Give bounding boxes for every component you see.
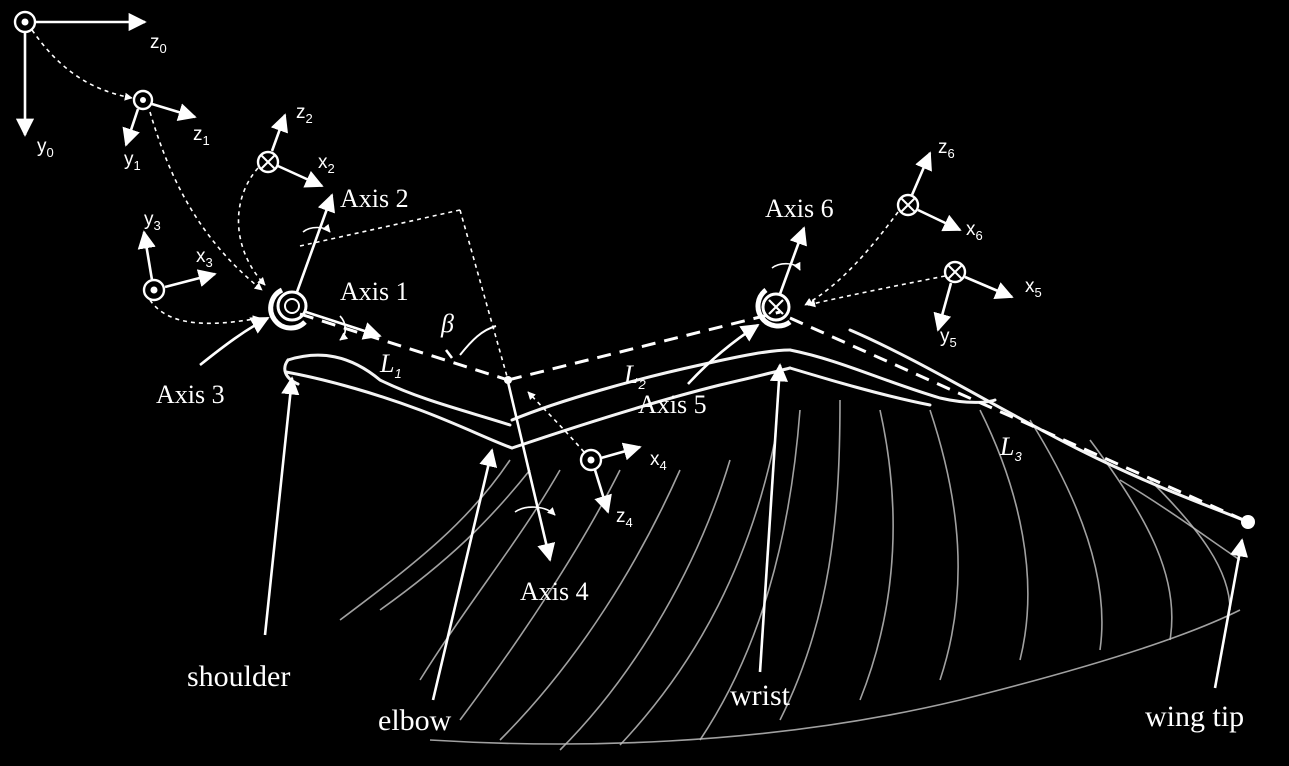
axis-3-label: Axis 3 [156, 380, 225, 409]
wrist-label: wrist [730, 679, 791, 712]
axis-6-label: Axis 6 [765, 194, 834, 223]
beta-label: β [440, 309, 454, 338]
frame-1 [126, 91, 262, 290]
wing-tip-label: wing tip [1145, 700, 1244, 733]
y3-label: y3 [144, 209, 161, 233]
frame-0 [15, 12, 145, 135]
y5-label: y5 [940, 326, 957, 350]
length-l2-label: L2 [623, 360, 646, 392]
z0-label: z0 [150, 32, 167, 56]
axis-4-arrow [508, 382, 555, 560]
length-l3-label: L3 [999, 432, 1022, 464]
frame-6 [805, 153, 960, 305]
x5-label: x5 [1025, 276, 1042, 300]
wing-bones [285, 330, 1255, 529]
x3-label: x3 [196, 246, 213, 270]
elbow-label: elbow [378, 704, 452, 737]
wrist-joint [688, 228, 804, 384]
anatomy-pointers [265, 365, 1242, 700]
shoulder-label: shoulder [187, 660, 290, 693]
axis-2-label: Axis 2 [340, 184, 409, 213]
y0-label: y0 [37, 136, 54, 160]
z4-label: z4 [616, 506, 633, 530]
frame-5 [808, 262, 1012, 330]
axis-4-label: Axis 4 [520, 577, 589, 606]
wing-feathers [340, 400, 1240, 750]
x4-label: x4 [650, 449, 667, 473]
axis-1-label: Axis 1 [340, 277, 409, 306]
length-l1-label: L1 [379, 349, 402, 381]
z1-label: z1 [193, 124, 210, 148]
z2-label: z2 [296, 102, 313, 126]
z6-label: z6 [938, 137, 955, 161]
x6-label: x6 [966, 219, 983, 243]
x2-label: x2 [318, 152, 335, 176]
y1-label: y1 [124, 149, 141, 173]
axis-5-label: Axis 5 [638, 390, 707, 419]
